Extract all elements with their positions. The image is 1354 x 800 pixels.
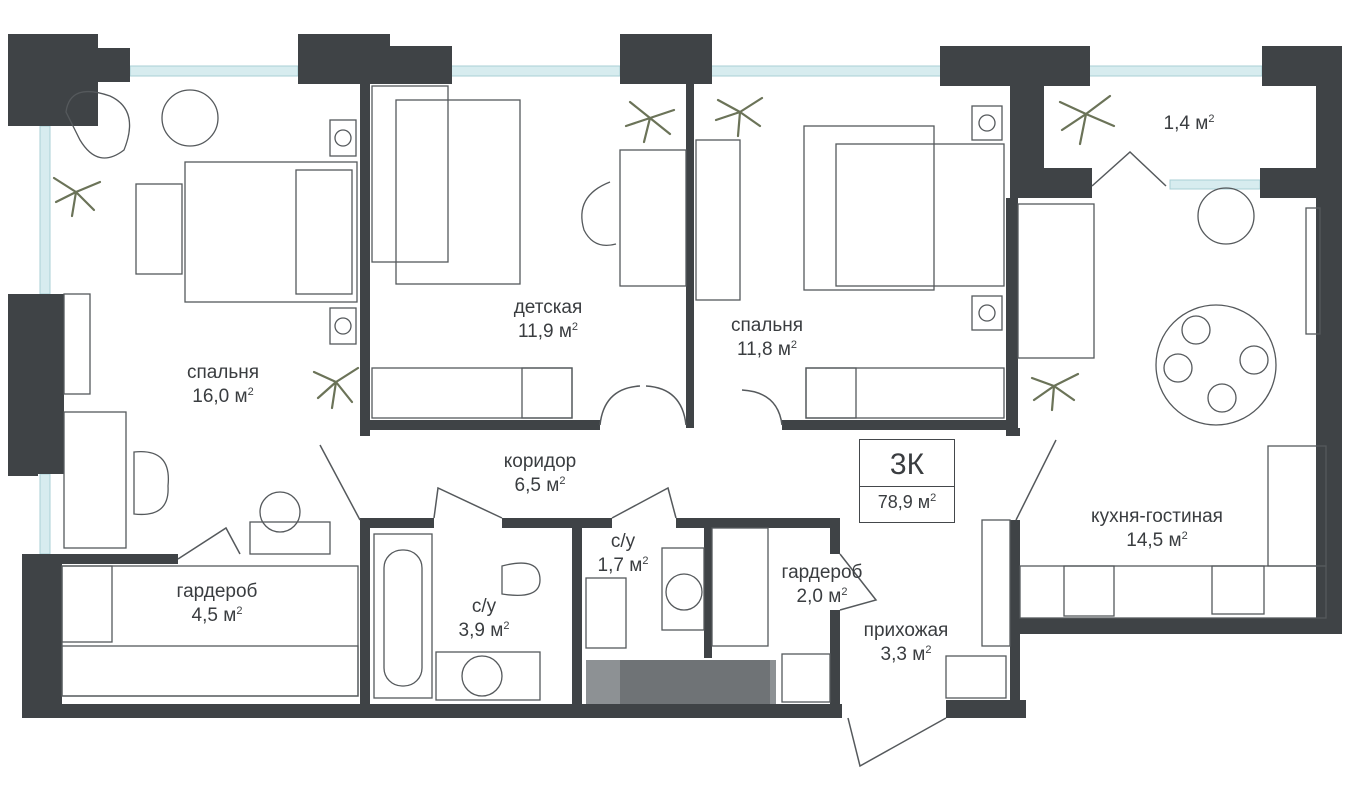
area-unit-power: 2	[1208, 113, 1215, 125]
room-label-nursery: детская 11,9 м2	[514, 296, 583, 344]
area-unit: м	[1195, 113, 1209, 134]
area-unit-power: 2	[559, 475, 566, 487]
room-name: кухня-гостиная	[1091, 506, 1223, 527]
apartment-summary-badge: 3К 78,9 м2	[859, 439, 955, 523]
area-unit: м	[234, 386, 248, 407]
room-label-bedroom-11-8: спальня 11,8 м2	[731, 314, 803, 362]
room-label-wardrobe-2-0: гардероб 2,0 м2	[782, 561, 863, 609]
room-name: с/у	[610, 531, 636, 552]
room-area: 11,8	[736, 339, 773, 360]
apartment-type: 3К	[889, 448, 925, 481]
room-label-bathroom-3-9: с/у 3,9 м2	[459, 595, 510, 643]
room-label-balcony: 1,4 м2	[1164, 112, 1215, 136]
area-unit-power: 2	[1181, 530, 1188, 542]
apartment-total-area: 78,9	[877, 492, 913, 512]
area-unit-power: 2	[790, 339, 798, 351]
room-area: 11,9	[517, 321, 554, 342]
room-label-kitchen-living: кухня-гостиная 14,5 м2	[1091, 505, 1223, 553]
room-label-corridor: коридор 6,5 м2	[504, 450, 577, 498]
room-name: с/у	[471, 596, 497, 617]
walls	[8, 34, 1342, 718]
room-area: 1,7	[597, 555, 624, 576]
room-label-wardrobe-4-5: гардероб 4,5 м2	[177, 580, 258, 628]
area-unit-power: 2	[642, 555, 649, 567]
room-area: 6,5	[514, 475, 541, 496]
room-area: 1,4	[1163, 113, 1190, 134]
furniture	[61, 85, 1327, 703]
room-area: 3,3	[880, 644, 907, 665]
room-name: гардероб	[781, 562, 863, 583]
area-unit: м	[912, 644, 926, 665]
room-area: 3,9	[458, 620, 485, 641]
area-unit-power: 2	[236, 605, 243, 617]
room-label-wc-1-7: с/у 1,7 м2	[598, 530, 649, 578]
badge-divider	[860, 486, 954, 487]
area-unit-power: 2	[841, 586, 848, 598]
room-area: 16,0	[192, 386, 230, 407]
room-name: прихожая	[863, 620, 949, 641]
area-unit: м	[490, 620, 504, 641]
room-name: детская	[513, 297, 583, 318]
area-unit-power: 2	[925, 644, 932, 656]
room-label-entrance-hall: прихожая 3,3 м2	[864, 619, 949, 667]
room-name: коридор	[503, 451, 577, 472]
area-unit: м	[223, 605, 237, 626]
area-unit-power: 2	[930, 492, 937, 504]
area-unit: м	[777, 339, 791, 360]
area-unit: м	[546, 475, 560, 496]
room-name: гардероб	[176, 581, 258, 602]
area-unit-power: 2	[503, 620, 510, 632]
room-area: 2,0	[796, 586, 823, 607]
area-unit: м	[917, 492, 931, 512]
area-unit: м	[629, 555, 643, 576]
room-name: спальня	[730, 315, 804, 336]
area-unit: м	[558, 321, 572, 342]
plants	[52, 94, 1116, 412]
doors	[177, 150, 1167, 768]
area-unit-power: 2	[247, 386, 254, 398]
area-unit: м	[828, 586, 842, 607]
room-area: 14,5	[1126, 530, 1164, 551]
area-unit-power: 2	[571, 321, 579, 333]
windows	[39, 65, 1263, 555]
room-name: спальня	[186, 362, 260, 383]
room-label-bedroom-16: спальня 16,0 м2	[187, 361, 259, 409]
room-area: 4,5	[191, 605, 218, 626]
area-unit: м	[1168, 530, 1182, 551]
